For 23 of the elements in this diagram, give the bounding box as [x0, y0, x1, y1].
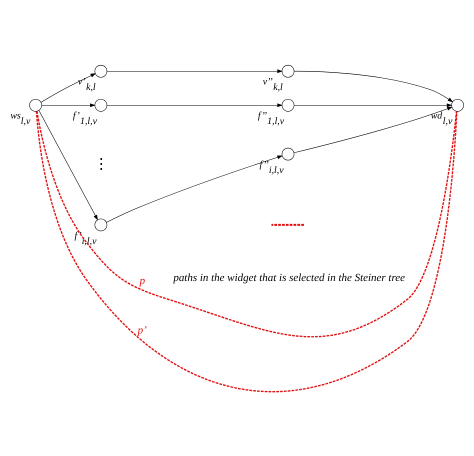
node-circle	[282, 64, 294, 78]
arrow	[40, 72, 96, 102]
arrow	[294, 106, 453, 153]
arrow	[294, 102, 452, 107]
arrow	[106, 68, 283, 73]
node-circle	[29, 98, 42, 112]
legend-label: paths in the widget that is selected in the Steiner tree	[173, 271, 406, 284]
edge-label: p’	[138, 324, 147, 336]
connector	[36, 110, 458, 337]
arrow	[106, 102, 283, 107]
edge-label: p	[140, 274, 146, 287]
label: ⋮	[94, 156, 108, 172]
node-circle	[451, 98, 464, 112]
node-circle	[94, 98, 108, 112]
arrow	[106, 154, 283, 222]
node-circle	[282, 147, 294, 160]
node-circle	[94, 64, 108, 78]
connector	[36, 110, 458, 392]
arrow	[42, 102, 96, 107]
node-circle	[282, 98, 294, 112]
node-circle	[94, 218, 108, 231]
arrow	[38, 110, 98, 220]
arrow	[294, 70, 454, 102]
